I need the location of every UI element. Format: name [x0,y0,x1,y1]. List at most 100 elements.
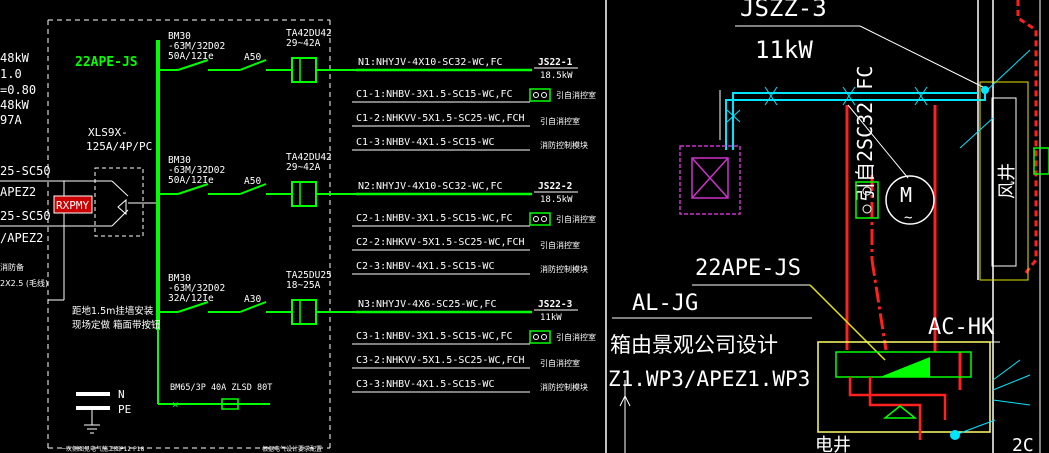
circuit-2-contactor-blade [239,183,267,195]
ats-tag: RXPMY [56,199,89,212]
circuit-2-breaker-model: BM30 [168,155,191,166]
circuit-3-load-power: 11kW [540,313,562,323]
circuit-2-breaker-blade [177,183,209,195]
ats-switch-1 [111,180,129,197]
duct-run-inner [732,92,978,150]
circuit-1-breaker-model: BM30 [168,31,191,42]
schematic-panel: 48kW 1.0 =0.80 48kW 97A 25-SC50 APEZ2 25… [0,19,596,453]
cyan-leader-bottom [954,419,996,436]
clipped-note-1: 消防备 [0,262,24,272]
circuit-3-control-cable-2: C3-2:NHKVV-5X1.5-SC25-WC,FCH [356,355,525,366]
ats-box [94,167,144,237]
install-note-1: 距地1.5m挂墙安装 [72,305,154,317]
circuit-1-control-cable-3: C1-3:NHBV-4X1.5-SC15-WC [356,137,494,148]
circuit-2-breaker-type: -63M/32D02 [168,165,225,176]
red-cable-3 [870,259,888,351]
control-button-2 [862,204,872,214]
circuit-1-contactor-blade [239,59,267,71]
circuit-1-control-cable-1: C1-1:NHBV-3X1.5-SC15-WC,FC [356,89,513,100]
circuit-2-control-dest-3: 消防控制模块 [540,264,588,274]
ats-switch-2 [111,209,129,227]
top-leader [859,25,986,89]
circuit-1-control-dest-3: 消防控制模块 [540,140,588,150]
motor-symbol: M [900,183,912,207]
al-label: AL-JG [632,291,698,316]
boundary-dashed [1016,0,1038,276]
panel-leader [809,284,886,361]
bottom-clip-1: 电井 [815,435,851,453]
duct-node [981,86,989,94]
cabinet-outline [817,341,991,433]
red-cable-inbox-1 [848,377,947,420]
circuit-1-control-dest-1: 引自消控室 [556,90,596,100]
incoming-cable-2: APEZ2 [0,185,36,199]
floor-plan-panel: JSZZ-3 11kW 风井 [608,0,1049,453]
circuit-2-control-dest-2: 引自消控室 [540,240,580,250]
motor-leader [847,104,909,179]
circuit-1-control-box-1 [529,88,551,102]
spare-breaker-x: × [172,398,179,411]
feed-label: Z1.WP3/APEZ1.WP3 [608,367,810,391]
circuit-2-contactor-label: A50 [244,176,261,187]
circuit-2-feeder-label: N2:NHYJV-4X10-SC32-WC,FC [358,181,503,192]
panel-label: 22APE-JS [695,256,801,281]
circuit-3-control-cable-1: C3-1:NHBV-3X1.5-SC15-WC,FC [356,331,513,342]
circuit-3-control-box-1 [529,330,551,344]
circuit-1-breaker-type: -63M/32D02 [168,41,225,52]
spare-relay-box [221,398,239,410]
shaft-inner [991,97,1017,267]
motor-icon [885,175,935,225]
circuit-3-relay-range: 18~25A [286,280,321,291]
circuit-3-control-terminal-b [541,334,547,340]
duct-leader [984,49,1031,93]
circuit-1-load-power: 18.5kW [540,71,573,81]
circuit-1-contactor-label: A50 [244,52,261,63]
control-button-1 [862,186,872,196]
param-3: =0.80 [0,83,36,97]
circuit-3-contactor-blade [239,301,267,313]
circuit-2-control-cable-3: C2-3:NHBV-4X1.5-SC15-WC [356,261,494,272]
ats-actuator-icon [117,198,127,216]
incoming-cable-4: /APEZ2 [0,231,43,245]
param-5: 97A [0,113,22,127]
ats-rating: 125A/4P/PC [86,140,152,153]
circuit-2-control-box-1 [529,212,551,226]
circuit-2-load-power: 18.5kW [540,195,573,205]
param-1: 48kW [0,51,30,65]
circuit-3-breaker-blade [177,301,209,313]
circuit-1-control-dest-2: 引自消控室 [540,116,580,126]
arrow-up-icon [619,394,631,407]
circuit-3-breaker-type: -63M/32D02 [168,283,225,294]
circuit-3-control-dest-1: 引自消控室 [556,332,596,342]
cyan-rays [959,117,1031,406]
circuit-3-breaker-model: BM30 [168,273,191,284]
circuit-1-control-terminal-a [533,92,539,98]
clipped-note-2: 2X2.5 (毛线) [0,278,48,288]
circuit-3-control-dest-2: 引自消控室 [540,358,580,368]
circuit-1-feeder-label: N1:NHYJV-4X10-SC32-WC,FC [358,57,503,68]
circuit-2-load-name: JS22-2 [538,181,572,192]
red-cable-inbox-2 [868,377,922,440]
control-box [855,181,879,219]
duct-shaft-cross-2 [691,157,729,199]
circuit-3-load-name: JS22-3 [538,299,573,310]
duct-shaft-inner [691,157,729,199]
shaft-frame [979,81,1029,281]
circuit-2-control-terminal-b [541,216,547,222]
duct-crossmarks [726,86,928,123]
circuit-3-relay-model: TA25DU25 [286,270,332,281]
circuit-3-contactor-label: A30 [244,294,261,305]
circuit-3-control-dest-3: 消防控制模块 [540,382,588,392]
circuit-2-control-cable-1: C2-1:NHBV-3X1.5-SC15-WC,FC [356,213,513,224]
incoming-cable-1: 25-SC50 [0,164,51,178]
cable-vertical-label: 引自2SC32 FC [853,66,877,202]
shaft-label: 风井 [997,163,1018,199]
bottom-note-1: 一次侧图见电气施工图P12 P18 [60,445,145,453]
param-4: 48kW [0,98,30,112]
top-label: JSZZ-3 [740,0,827,22]
incoming-cable-3: 25-SC50 [0,209,51,223]
circuit-2-control-dest-1: 引自消控室 [556,214,596,224]
n-label: N [118,388,125,401]
